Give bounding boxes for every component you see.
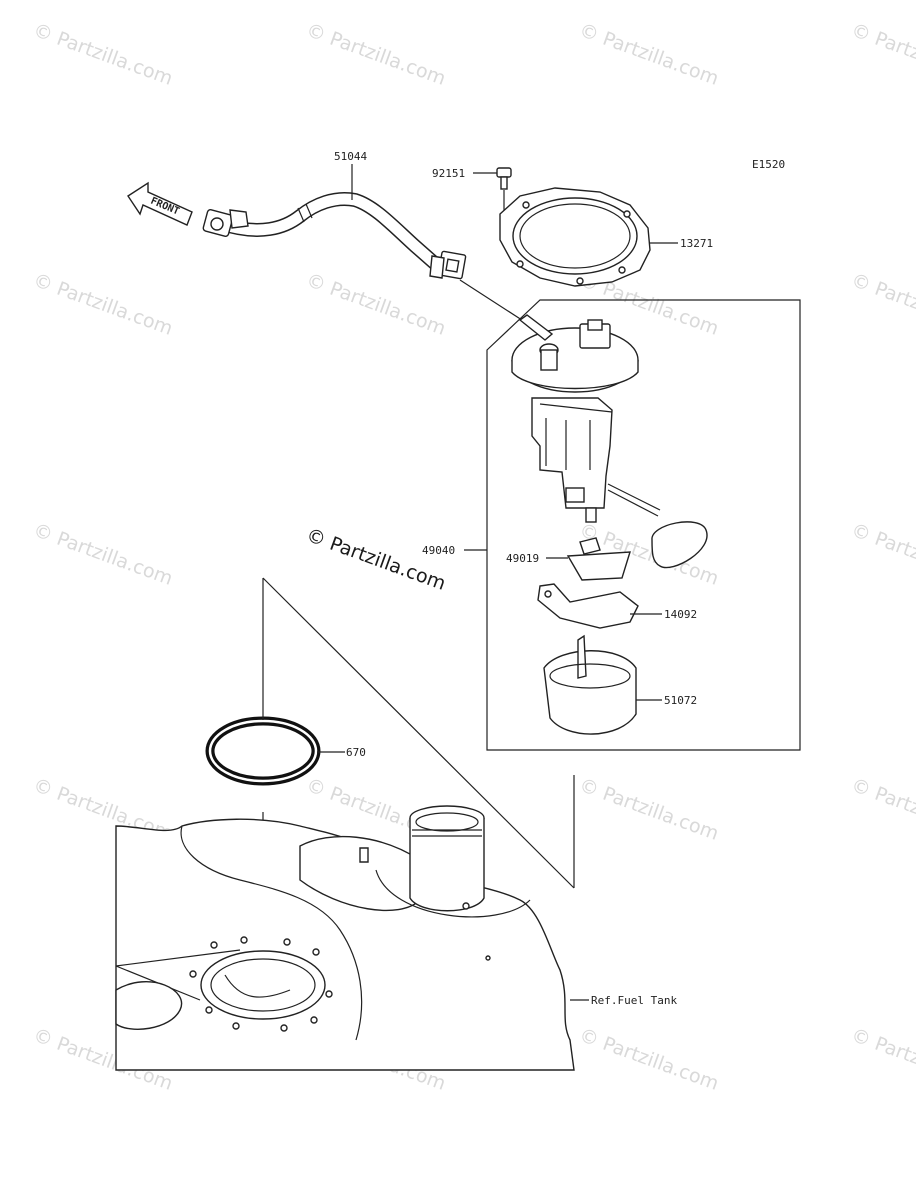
watermark-text: © Partzilla.com: [30, 19, 175, 90]
watermark-text: © Partzilla.com: [576, 19, 721, 90]
watermark-text: © Partzilla.com: [576, 774, 721, 845]
watermark-text: © Partzilla.com: [303, 269, 448, 340]
watermark-text: © Partzilla.com: [848, 269, 916, 340]
part-label-670: 670: [346, 746, 366, 759]
watermark-text: © Partzilla.com: [30, 519, 175, 590]
hose-to-pump-line: [459, 279, 526, 323]
watermark-text: © Partzilla.com: [848, 1024, 916, 1095]
part-label-92151: 92151: [432, 167, 465, 180]
watermark-text: © Partzilla.com: [30, 269, 175, 340]
diagram-code: E1520: [752, 158, 785, 171]
watermark-text: © Partzilla.com: [303, 19, 448, 90]
fuel-filter: [566, 537, 631, 581]
fuel-hose: [202, 192, 467, 280]
pump-cover: [543, 634, 637, 735]
fuel-tank: [115, 805, 575, 1071]
part-label-49019: 49019: [506, 552, 539, 565]
pump-plate-gasket: [499, 187, 651, 287]
part-label-51072: 51072: [664, 694, 697, 707]
part-label-fuel-tank: Ref.Fuel Tank: [591, 994, 677, 1007]
pump-bracket: [537, 583, 639, 629]
part-label-13271: 13271: [680, 237, 713, 250]
front-arrow-icon: FRONT: [127, 181, 193, 226]
o-ring: [205, 716, 321, 786]
center-watermark: © Partzilla.com: [303, 524, 448, 595]
watermark-text: © Partzilla.com: [576, 1024, 721, 1095]
watermark-text: © Partzilla.com: [848, 519, 916, 590]
watermark-text: © Partzilla.com: [848, 19, 916, 90]
reference-diagonal: [262, 577, 575, 889]
part-label-51044: 51044: [334, 150, 367, 163]
pump-assembly-box: [486, 299, 801, 751]
watermark-text: © Partzilla.com: [848, 774, 916, 845]
part-label-49040: 49040: [422, 544, 455, 557]
fuel-pump-assembly: [511, 314, 708, 569]
bolt: [496, 167, 512, 190]
part-label-14092: 14092: [664, 608, 697, 621]
